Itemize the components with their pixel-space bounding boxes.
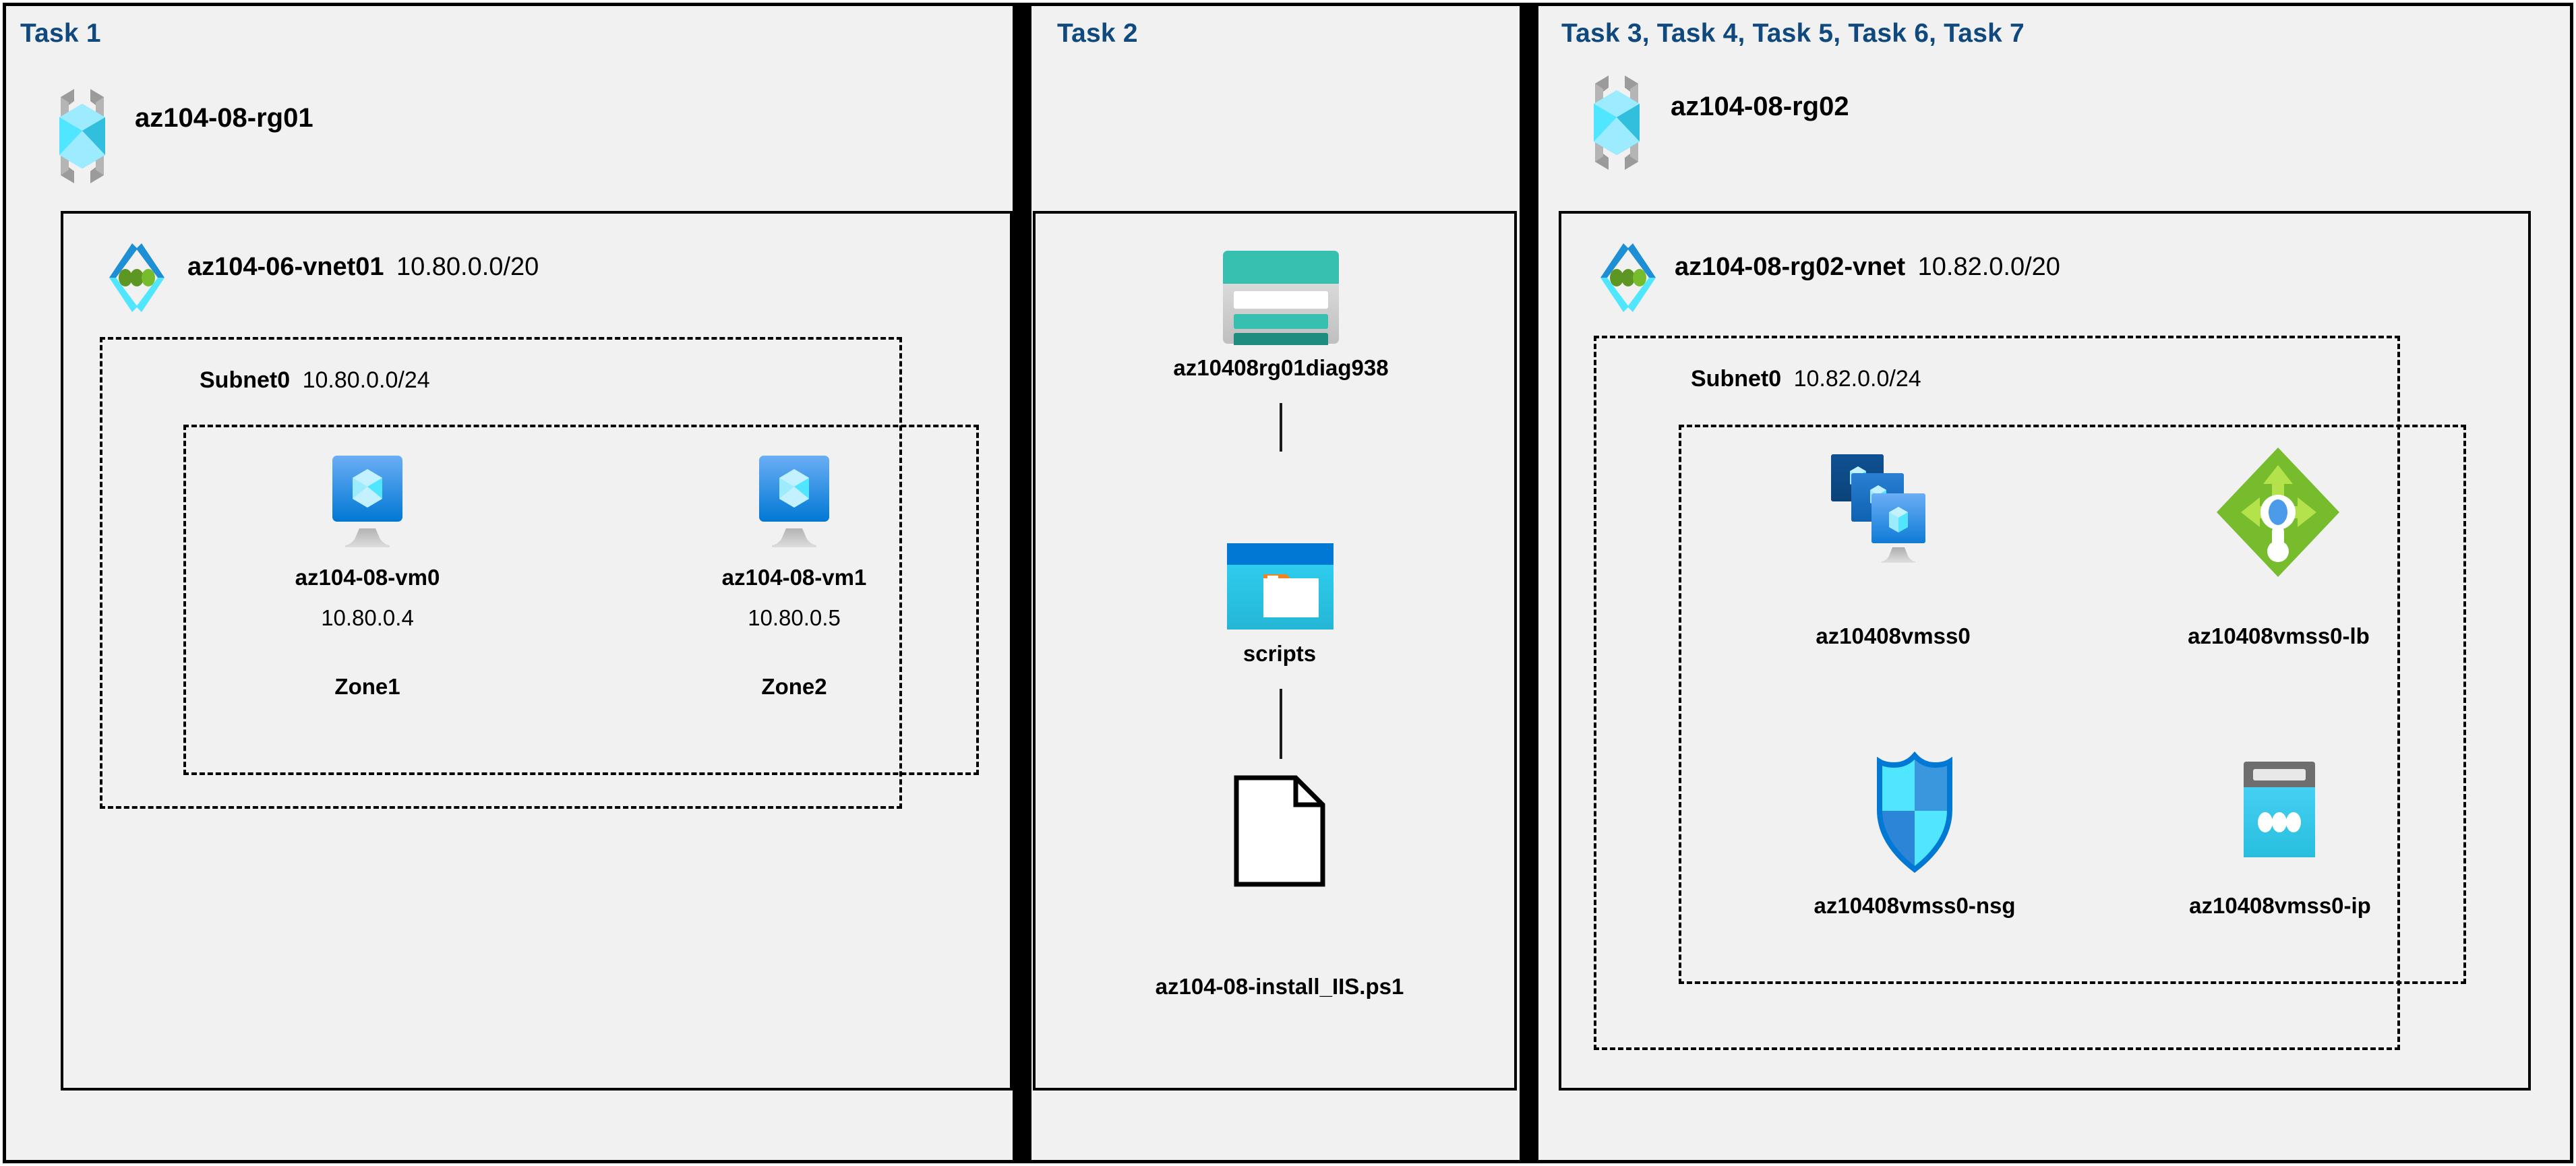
task3-lb-name: az10408vmss0-lb xyxy=(2188,623,2370,648)
task3-subnet-box xyxy=(1594,336,2400,1050)
task2-content-box xyxy=(1033,211,1517,1091)
task1-subnet-box xyxy=(100,337,902,809)
task1-vnet-box xyxy=(61,211,1013,1091)
task3-subnet-cidr: 10.82.0.0/24 xyxy=(1793,366,1921,392)
task3-vnet-cidr: 10.82.0.0/20 xyxy=(1917,253,2060,281)
task1-vm0-zone: Zone1 xyxy=(334,674,400,699)
task1-vnet-label-group: az104-06-vnet01 10.80.0.0/20 xyxy=(187,253,539,282)
task1-subnet-name: Subnet0 xyxy=(200,367,291,393)
task2-container-name: scripts xyxy=(1242,641,1317,666)
task3-vmss-name: az10408vmss0 xyxy=(1816,623,1971,648)
load-balancer-icon xyxy=(2214,445,2342,580)
blob-container-icon xyxy=(1226,542,1335,631)
vm-scale-set-icon xyxy=(1828,452,1950,573)
task1-vm1-ip: 10.80.0.5 xyxy=(748,605,841,630)
virtual-network-icon xyxy=(100,239,174,317)
virtual-machine-icon xyxy=(327,453,408,547)
task3-nsg-name: az10408vmss0-nsg xyxy=(1814,893,2016,918)
task2-header: Task 2 xyxy=(1057,19,1138,48)
task1-panel xyxy=(3,3,1013,1163)
task3-panel xyxy=(1538,3,2573,1163)
network-security-group-icon xyxy=(1871,751,1958,873)
connector-storage-to-container xyxy=(1280,403,1282,452)
virtual-network-icon xyxy=(1591,239,1665,317)
resource-group-icon xyxy=(42,89,123,183)
task3-vnet-box xyxy=(1559,211,2531,1091)
task3-resource-group-label: az104-08-rg02 xyxy=(1671,92,1849,121)
task1-subnet-cidr: 10.80.0.0/24 xyxy=(302,367,430,393)
task1-vm0-name: az104-08-vm0 xyxy=(295,565,440,590)
virtual-machine-icon xyxy=(754,453,835,547)
task1-header: Task 1 xyxy=(20,19,101,48)
task3-subnet-label-group: Subnet0 10.82.0.0/24 xyxy=(1691,366,1921,392)
public-ip-address-icon xyxy=(2238,760,2320,860)
task2-file-name: az104-08-install_IIS.ps1 xyxy=(1155,974,1404,999)
task1-vm1-zone: Zone2 xyxy=(761,674,827,699)
task3-header: Task 3, Task 4, Task 5, Task 6, Task 7 xyxy=(1561,19,2025,48)
task3-vnet-name: az104-08-rg02-vnet xyxy=(1675,253,1906,281)
task1-vm0-ip: 10.80.0.4 xyxy=(321,605,414,630)
connector-container-to-file xyxy=(1280,689,1282,759)
task1-vnet-cidr: 10.80.0.0/20 xyxy=(396,253,539,281)
task3-vnet-label-group: az104-08-rg02-vnet 10.82.0.0/20 xyxy=(1675,253,2060,282)
task1-subnet-label-group: Subnet0 10.80.0.0/24 xyxy=(200,367,430,394)
task3-subnet-name: Subnet0 xyxy=(1691,366,1782,392)
file-icon xyxy=(1232,774,1327,888)
task3-resources-box xyxy=(1679,425,2466,984)
storage-account-icon xyxy=(1222,249,1340,345)
task1-vm1-name: az104-08-vm1 xyxy=(721,565,867,590)
resource-group-icon xyxy=(1576,75,1657,170)
task1-zones-box xyxy=(183,425,979,775)
task1-resource-group-label: az104-08-rg01 xyxy=(135,103,313,133)
task3-pip-name: az10408vmss0-ip xyxy=(2189,893,2371,918)
task2-storage-account-name: az10408rg01diag938 xyxy=(1173,355,1389,380)
task1-vnet-name: az104-06-vnet01 xyxy=(187,253,384,281)
